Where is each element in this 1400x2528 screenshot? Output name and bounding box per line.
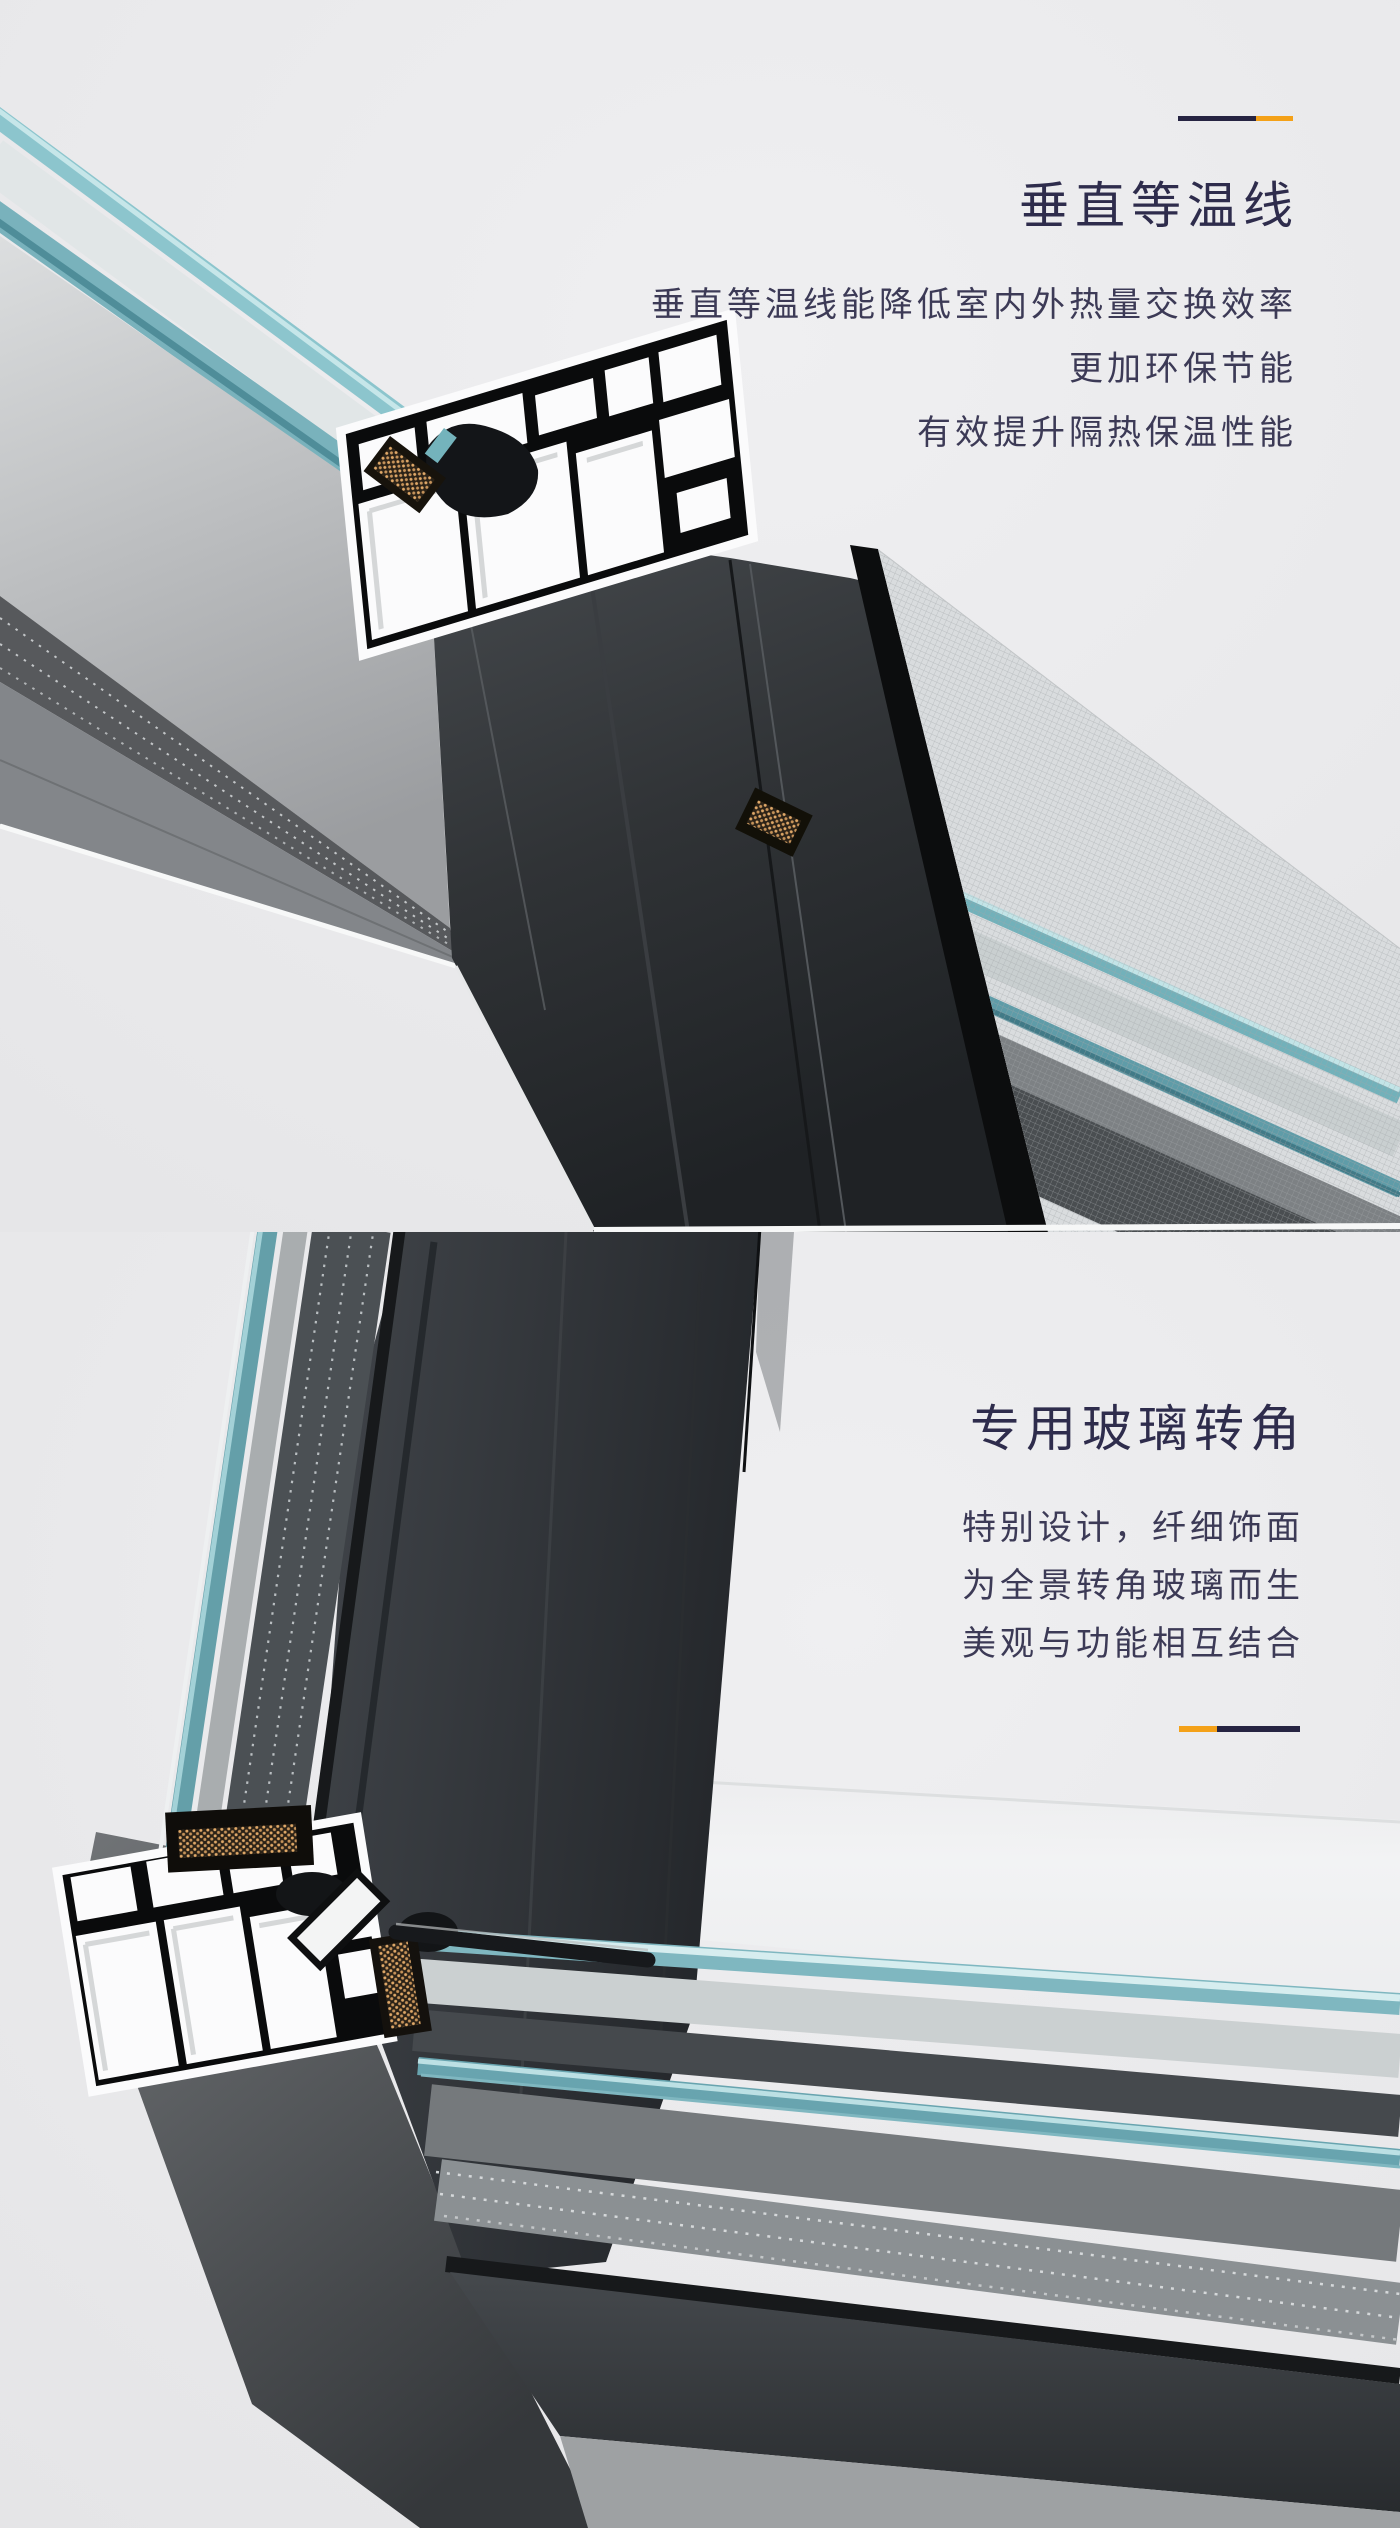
connector-bar <box>388 1924 656 1968</box>
sash-side-face <box>0 236 457 969</box>
section-line: 有效提升隔热保温性能 <box>917 414 1297 452</box>
glazing-spacer-left <box>363 423 539 518</box>
glass-top-face <box>700 1780 1400 2007</box>
section-title: 垂直等温线 <box>1019 178 1299 234</box>
section-title: 专用玻璃转角 <box>970 1401 1306 1457</box>
top-illustration-profile-cutaway <box>0 0 1400 1232</box>
section-line: 特别设计，纤细饰面 <box>962 1509 1304 1547</box>
dash-orange-segment <box>1256 116 1293 121</box>
corner-connector <box>165 1805 656 2039</box>
section-copy-vertical-isotherm: 垂直等温线 垂直等温线能降低室内外热量交换效率 更加环保节能 有效提升隔热保温性… <box>533 116 1293 465</box>
bottom-rail-outer <box>560 2436 1400 2528</box>
accent-dash-icon <box>540 1726 1300 1732</box>
glazing-spacer-vertical <box>368 1931 432 2039</box>
glazing-spacer-horizontal <box>165 1805 315 1873</box>
dash-navy-segment <box>1178 116 1256 121</box>
bottom-rail-face <box>450 2272 1400 2512</box>
bottom-illustration-corner-joint <box>0 1232 1400 2528</box>
section-copy-glass-corner: 专用玻璃转角 特别设计，纤细饰面 为全景转角玻璃而生 美观与功能相互结合 <box>540 1403 1300 1732</box>
section-line: 美观与功能相互结合 <box>962 1625 1304 1663</box>
horizontal-glass-pane-edges <box>401 1927 1400 2528</box>
bottom-edge-highlight <box>454 965 1400 1232</box>
dash-orange-segment <box>1179 1726 1217 1732</box>
section-line: 为全景转角玻璃而生 <box>962 1567 1304 1605</box>
glazing-spacer-right <box>735 787 813 857</box>
section-line: 更加环保节能 <box>1069 350 1297 388</box>
screen-frame-edge <box>850 545 1048 1232</box>
vertical-glass-pane-edges <box>148 1232 406 1922</box>
dark-profile-bodies <box>360 462 1046 1232</box>
accent-dash-icon <box>533 116 1293 121</box>
dash-navy-segment <box>1217 1726 1300 1732</box>
section-line: 垂直等温线能降低室内外热量交换效率 <box>651 286 1297 324</box>
